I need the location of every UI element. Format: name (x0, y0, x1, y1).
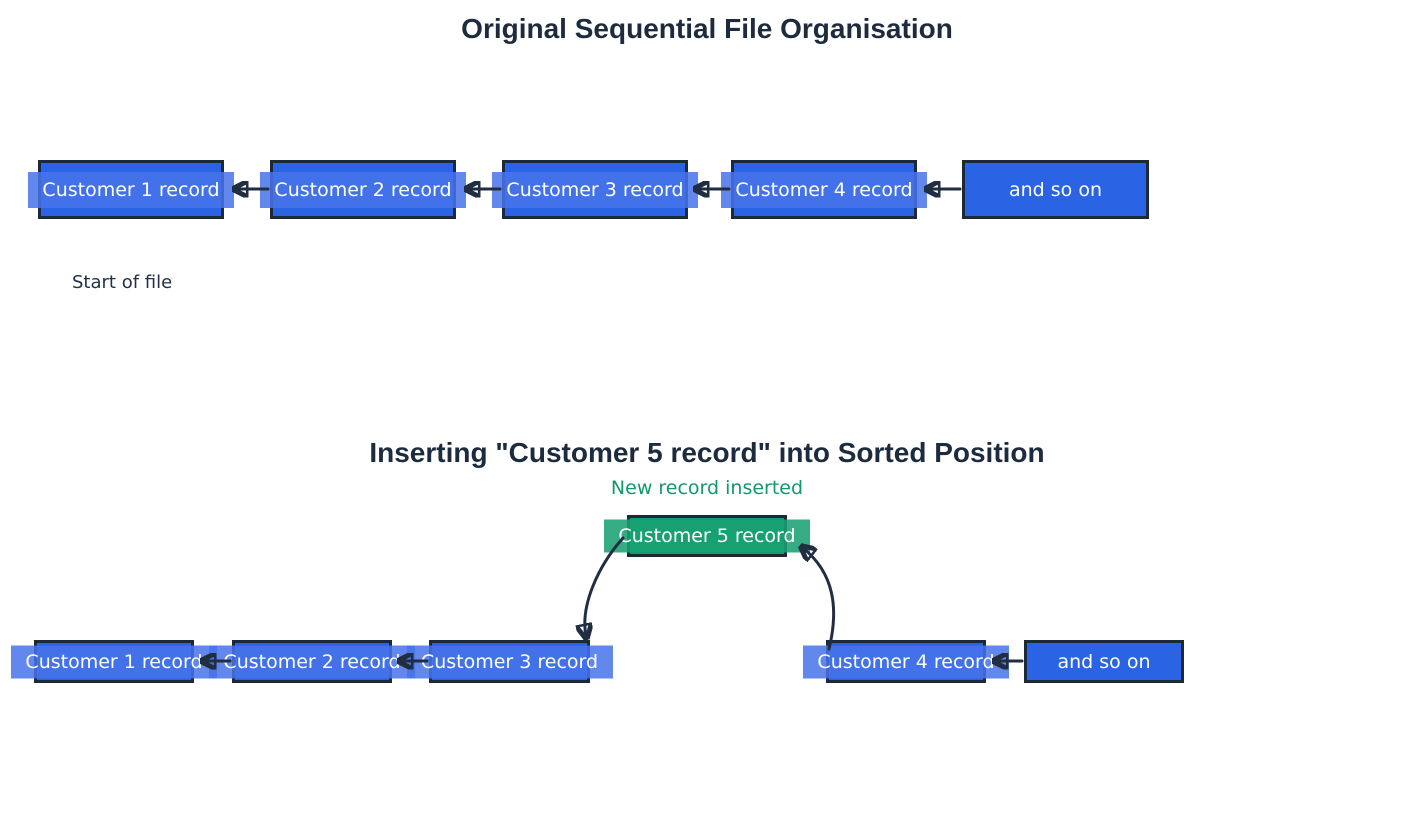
node-top-customer-1: Customer 1 record (28, 160, 234, 219)
start-of-file-label: Start of file (72, 272, 173, 293)
node-bottom-customer-3: Customer 3 record (406, 640, 613, 683)
top-section-title: Original Sequential File Organisation (461, 13, 953, 44)
node-top-customer-4: Customer 4 record (721, 160, 927, 219)
label-highlight (260, 171, 466, 208)
node-label: Customer 3 record (420, 650, 599, 673)
node-label: Customer 5 record (618, 525, 796, 547)
curved-arrow-customer5-to-customer3-icon (585, 536, 625, 636)
node-customer-5-inserted: Customer 5 record (604, 515, 810, 557)
node-label: Customer 1 record (42, 178, 220, 201)
node-label: Customer 4 record (817, 650, 995, 673)
node-label: Customer 4 record (735, 178, 913, 201)
new-record-inserted-label: New record inserted (610, 477, 804, 499)
node-label: Customer 2 record (274, 178, 452, 201)
node-top-customer-2: Customer 2 record (260, 160, 466, 219)
node-bottom-customer-1: Customer 1 record (11, 640, 217, 683)
node-label: and so on (1057, 650, 1151, 673)
node-top-customer-3: Customer 3 record (492, 160, 698, 219)
label-highlight (492, 171, 698, 208)
label-highlight (209, 645, 415, 678)
node-bottom-customer-2: Customer 2 record (209, 640, 415, 683)
node-label: Customer 2 record (223, 650, 401, 673)
label-highlight (803, 645, 1009, 678)
label-highlight (604, 519, 810, 553)
label-highlight (28, 171, 234, 208)
node-top-and-so-on: and so on (962, 160, 1149, 219)
node-bottom-customer-4: Customer 4 record (803, 640, 1009, 683)
bottom-section-title: Inserting "Customer 5 record" into Sorte… (369, 437, 1045, 468)
node-bottom-and-so-on: and so on (1024, 640, 1184, 683)
node-label: and so on (1008, 178, 1103, 201)
curved-arrow-customer4-to-customer5-icon (803, 548, 836, 651)
label-highlight (11, 645, 217, 678)
node-label: Customer 3 record (506, 178, 684, 201)
node-label: Customer 1 record (25, 650, 203, 673)
label-highlight (406, 645, 613, 678)
label-highlight (721, 171, 927, 208)
